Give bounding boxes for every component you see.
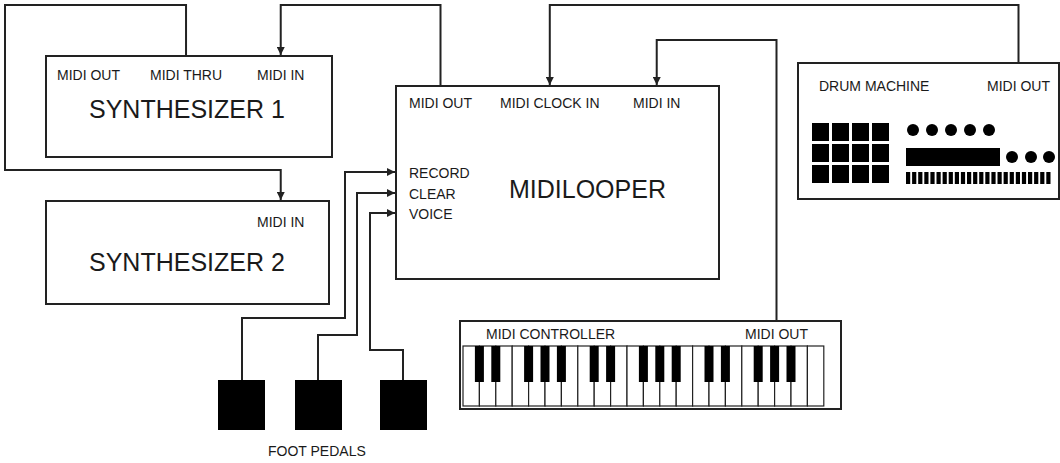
port-label: MIDI OUT bbox=[409, 95, 472, 111]
step-button bbox=[979, 172, 983, 184]
foot-pedal bbox=[380, 380, 427, 430]
device-name: SYNTHESIZER 1 bbox=[89, 95, 285, 124]
black-key bbox=[606, 346, 615, 382]
controller-box: MIDI CONTROLLER MIDI OUT bbox=[459, 320, 842, 410]
port-label: MIDI OUT bbox=[57, 67, 120, 83]
step-button bbox=[991, 172, 995, 184]
drum-pad bbox=[852, 123, 869, 141]
drum-pad bbox=[812, 123, 829, 141]
step-button bbox=[1022, 172, 1026, 184]
black-key bbox=[590, 346, 599, 382]
drum-knob bbox=[983, 124, 995, 136]
black-key bbox=[721, 346, 730, 382]
drum-pad bbox=[872, 144, 889, 162]
white-key bbox=[807, 346, 823, 406]
black-key bbox=[541, 346, 550, 382]
step-button bbox=[985, 172, 989, 184]
port-label: MIDI OUT bbox=[745, 326, 808, 342]
device-name: MIDILOOPER bbox=[509, 175, 666, 204]
step-button bbox=[1010, 172, 1014, 184]
step-button bbox=[912, 172, 916, 184]
step-button bbox=[930, 172, 934, 184]
black-key bbox=[787, 346, 796, 382]
looper-box: MIDI OUT MIDI CLOCK IN MIDI IN RECORD CLEAR V… bbox=[395, 85, 720, 280]
step-button bbox=[955, 172, 959, 184]
black-key bbox=[475, 346, 484, 382]
port-label: MIDI OUT bbox=[987, 78, 1050, 94]
drum-knob bbox=[945, 124, 957, 136]
black-key bbox=[524, 346, 533, 382]
step-button bbox=[998, 172, 1002, 184]
drum-knob bbox=[926, 124, 938, 136]
step-button bbox=[943, 172, 947, 184]
drum-pad bbox=[812, 144, 829, 162]
black-key bbox=[557, 346, 566, 382]
step-button bbox=[1004, 172, 1008, 184]
step-button bbox=[1016, 172, 1020, 184]
step-button bbox=[937, 172, 941, 184]
drum-pad bbox=[812, 165, 829, 183]
step-button bbox=[924, 172, 928, 184]
pedal-input-label: VOICE bbox=[409, 206, 453, 222]
step-button bbox=[1046, 172, 1050, 184]
drum-machine-box: DRUM MACHINE MIDI OUT bbox=[797, 62, 1060, 200]
group-label: FOOT PEDALS bbox=[268, 443, 366, 459]
black-key bbox=[770, 346, 779, 382]
device-name: SYNTHESIZER 2 bbox=[89, 248, 285, 277]
midi-cable bbox=[657, 40, 777, 320]
drum-pad bbox=[832, 123, 849, 141]
port-label: MIDI IN bbox=[257, 214, 304, 230]
drum-pads bbox=[812, 123, 1055, 184]
foot-pedal bbox=[218, 380, 265, 430]
drum-knob bbox=[1006, 151, 1018, 163]
step-button bbox=[973, 172, 977, 184]
synth-box: MIDI OUT MIDI THRU MIDI IN SYNTHESIZER 1 bbox=[45, 55, 333, 158]
keyboard-keys bbox=[463, 346, 824, 406]
drum-pad bbox=[852, 165, 869, 183]
drum-pad bbox=[852, 144, 869, 162]
foot-pedal bbox=[295, 380, 342, 430]
device-name: DRUM MACHINE bbox=[819, 78, 929, 94]
pedal-input-label: RECORD bbox=[409, 165, 470, 181]
black-key bbox=[705, 346, 714, 382]
midi-cable bbox=[550, 5, 1019, 85]
drum-pad bbox=[832, 144, 849, 162]
drum-display bbox=[906, 148, 1000, 166]
black-key bbox=[672, 346, 681, 382]
drum-knob bbox=[1043, 151, 1055, 163]
port-label: MIDI IN bbox=[257, 67, 304, 83]
drum-knob bbox=[964, 124, 976, 136]
drum-knob bbox=[907, 124, 919, 136]
step-button bbox=[1040, 172, 1044, 184]
black-key bbox=[655, 346, 664, 382]
synth-box: MIDI IN SYNTHESIZER 2 bbox=[45, 200, 330, 305]
step-button bbox=[1034, 172, 1038, 184]
step-button bbox=[918, 172, 922, 184]
pedal-wire bbox=[370, 213, 403, 380]
step-button bbox=[949, 172, 953, 184]
black-key bbox=[491, 346, 500, 382]
device-name: MIDI CONTROLLER bbox=[486, 326, 615, 342]
black-key bbox=[754, 346, 763, 382]
black-key bbox=[639, 346, 648, 382]
step-button bbox=[961, 172, 965, 184]
step-button bbox=[967, 172, 971, 184]
drum-pad bbox=[832, 165, 849, 183]
port-label: MIDI THRU bbox=[150, 67, 222, 83]
foot-pedals bbox=[218, 380, 427, 430]
drum-pad bbox=[872, 165, 889, 183]
step-button bbox=[1028, 172, 1032, 184]
drum-pad bbox=[872, 123, 889, 141]
midi-cable bbox=[281, 5, 441, 85]
step-button bbox=[906, 172, 910, 184]
drum-knob bbox=[1025, 151, 1037, 163]
pedal-input-label: CLEAR bbox=[409, 186, 456, 202]
port-label: MIDI CLOCK IN bbox=[500, 95, 600, 111]
port-label: MIDI IN bbox=[633, 95, 680, 111]
